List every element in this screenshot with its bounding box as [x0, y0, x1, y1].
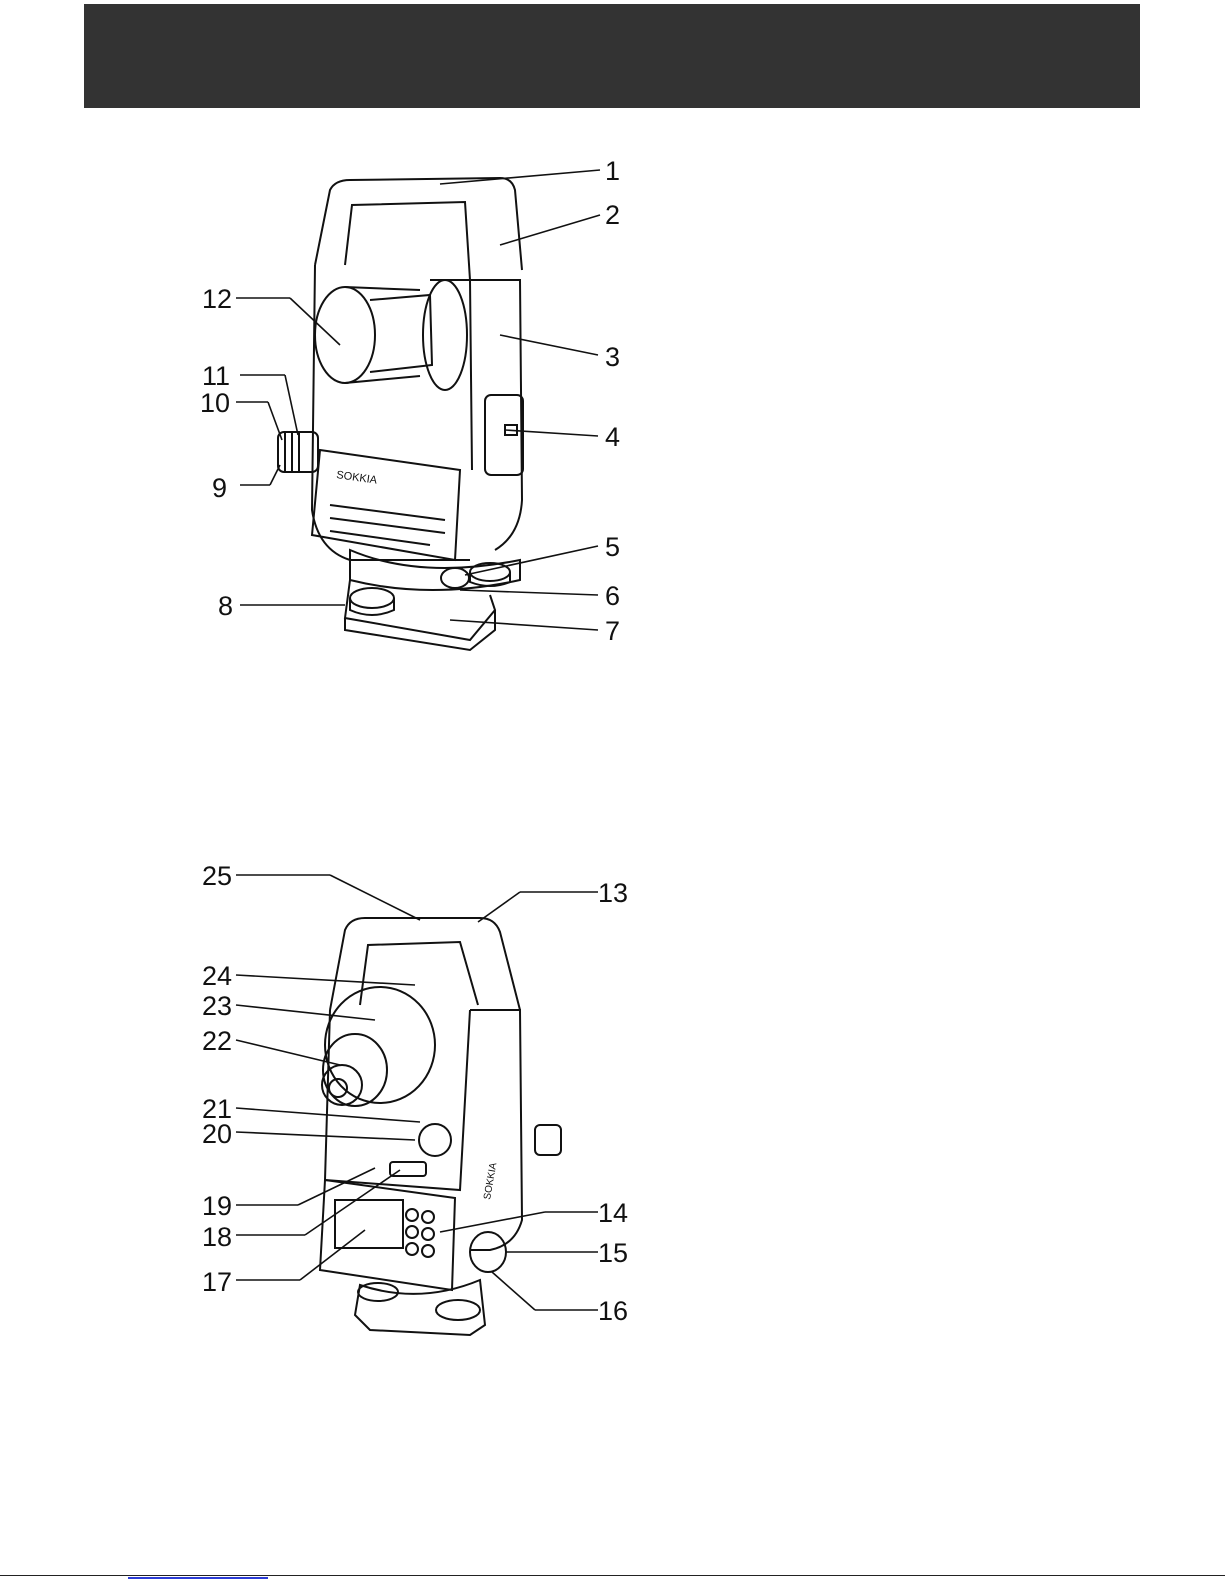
- callout-10: 10: [200, 388, 230, 418]
- callout-15: 15: [598, 1238, 628, 1268]
- brand-label: SOKKIA: [336, 469, 379, 487]
- callout-14: 14: [598, 1198, 628, 1228]
- callout-7: 7: [605, 616, 620, 646]
- callout-18: 18: [202, 1222, 232, 1252]
- callout-3: 3: [605, 342, 620, 372]
- callout-5: 5: [605, 532, 620, 562]
- instrument-front-view: SOKKIA 1 2 3 4 5 6 7 8 9 10 11 12: [0, 140, 660, 660]
- callout-4: 4: [605, 422, 620, 452]
- callout-25: 25: [202, 861, 232, 891]
- callout-13: 13: [598, 878, 628, 908]
- callout-19: 19: [202, 1191, 232, 1221]
- callout-22: 22: [202, 1026, 232, 1056]
- callout-23: 23: [202, 991, 232, 1021]
- callout-16: 16: [598, 1296, 628, 1326]
- instrument-back-view: SOKKIA 25 13 24 23 22 21 20 19 18 17 14 …: [0, 860, 660, 1360]
- callout-20: 20: [202, 1119, 232, 1149]
- brand-label-back: SOKKIA: [482, 1162, 499, 1201]
- callout-11: 11: [202, 361, 230, 391]
- footer-rule: [0, 1575, 1225, 1576]
- callout-9: 9: [212, 473, 227, 503]
- callout-24: 24: [202, 961, 232, 991]
- callout-6: 6: [605, 581, 620, 611]
- header-band: [84, 4, 1140, 108]
- callout-1: 1: [605, 156, 620, 186]
- callout-12: 12: [202, 284, 232, 314]
- callout-2: 2: [605, 200, 620, 230]
- callout-8: 8: [218, 591, 233, 621]
- footer-link-underline[interactable]: [128, 1577, 268, 1579]
- callout-17: 17: [202, 1267, 232, 1297]
